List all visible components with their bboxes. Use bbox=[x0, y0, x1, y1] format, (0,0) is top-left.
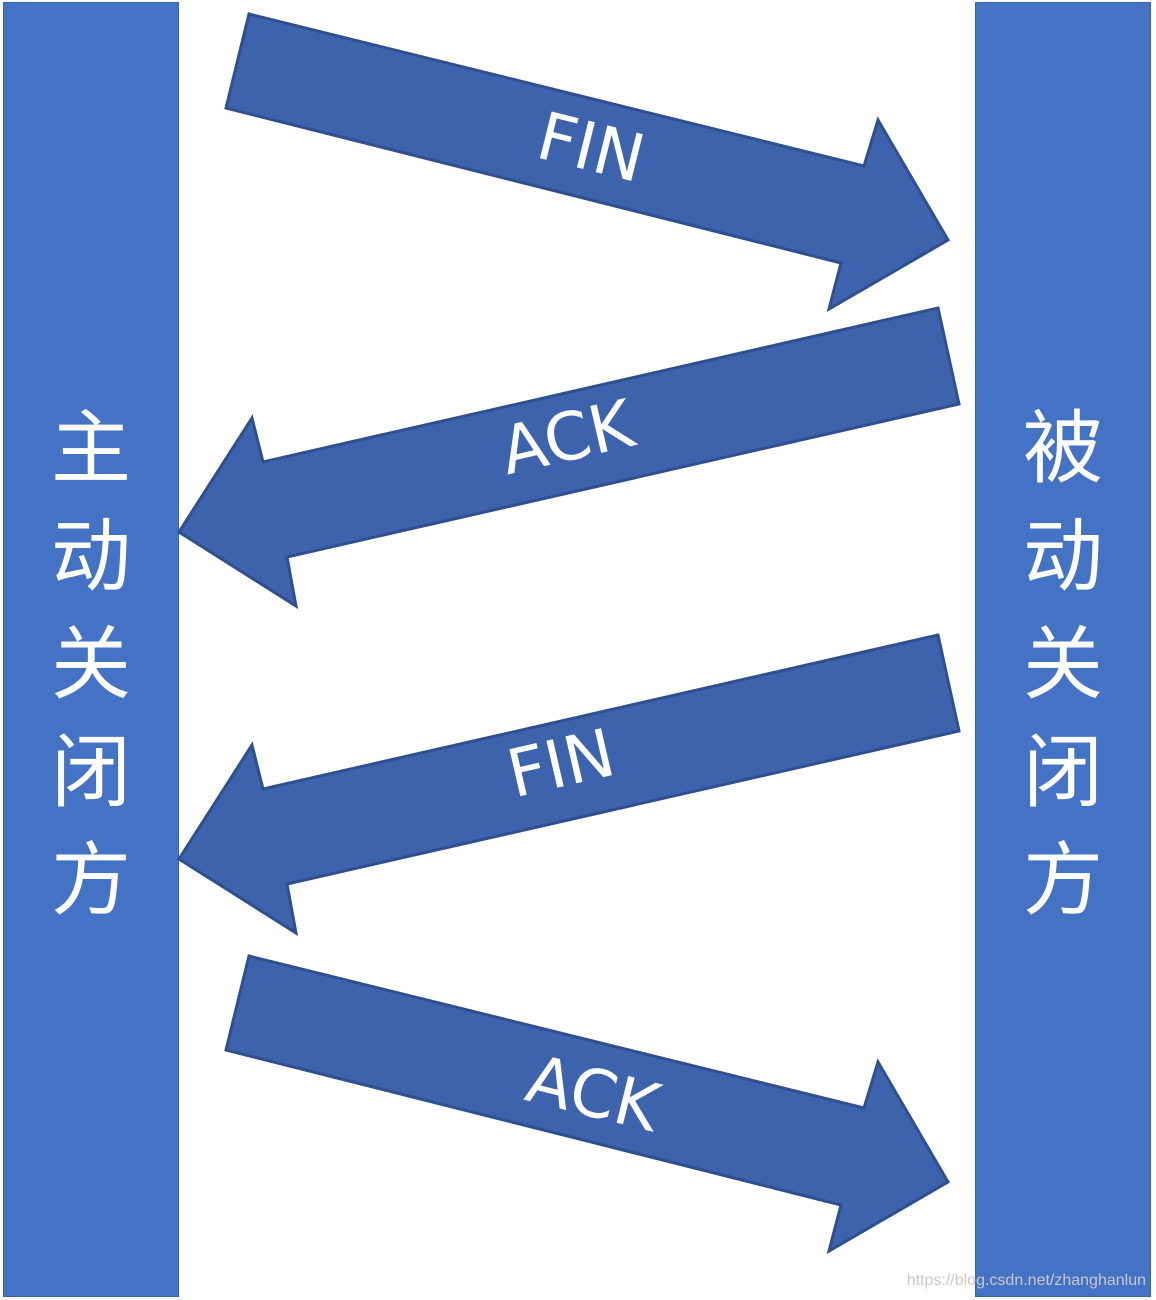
active-closer-label: 主 动 关 闭 方 bbox=[4, 395, 178, 935]
watermark: https://blog.csdn.net/zhanghanlun bbox=[906, 1272, 1146, 1289]
passive-closer-char: 方 bbox=[1023, 834, 1103, 927]
passive-closer-bar: 被 动 关 闭 方 bbox=[975, 2, 1151, 1297]
ack-arrow-2: ACK bbox=[224, 954, 951, 1255]
active-closer-char: 闭 bbox=[51, 726, 131, 819]
fin-arrow-1: FIN bbox=[224, 12, 951, 313]
active-closer-char: 主 bbox=[51, 402, 131, 495]
fin-arrow-2: FIN bbox=[176, 633, 961, 937]
active-closer-char: 方 bbox=[51, 834, 131, 927]
passive-closer-char: 闭 bbox=[1023, 726, 1103, 819]
passive-closer-label: 被 动 关 闭 方 bbox=[976, 395, 1150, 935]
active-closer-bar: 主 动 关 闭 方 bbox=[3, 2, 179, 1297]
ack-arrow-1: ACK bbox=[176, 306, 961, 610]
passive-closer-char: 关 bbox=[1023, 618, 1103, 711]
active-closer-char: 动 bbox=[51, 510, 131, 603]
active-closer-char: 关 bbox=[51, 618, 131, 711]
passive-closer-char: 动 bbox=[1023, 510, 1103, 603]
passive-closer-char: 被 bbox=[1023, 402, 1103, 495]
